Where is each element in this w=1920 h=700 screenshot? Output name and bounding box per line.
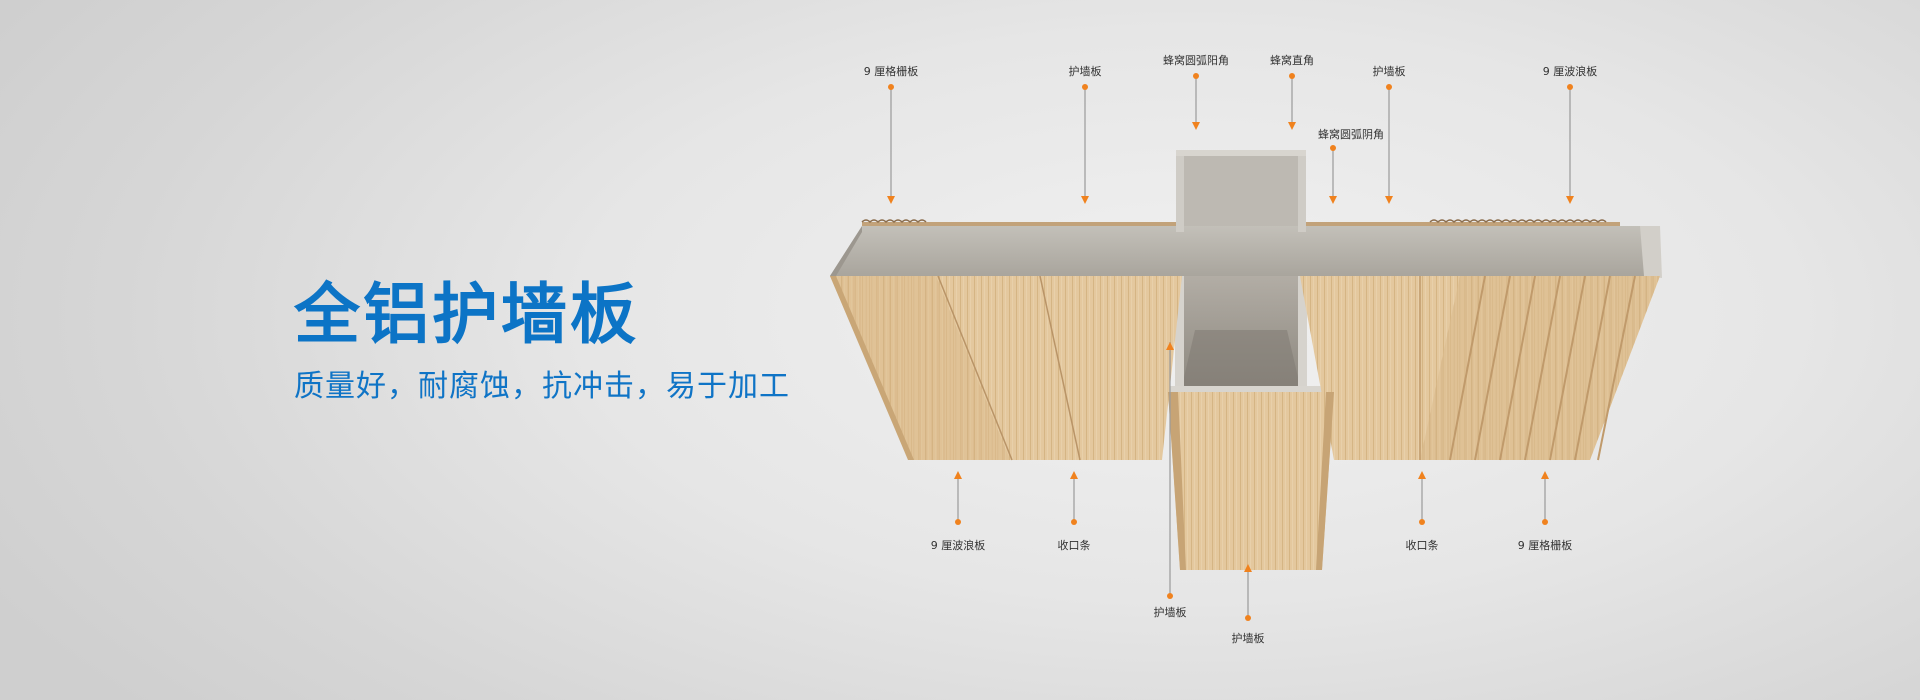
center-column-panel	[1168, 392, 1334, 570]
page-subtitle: 质量好，耐腐蚀，抗冲击，易于加工	[294, 369, 790, 404]
top-edge-profile	[861, 219, 1620, 227]
left-wood-panels	[830, 275, 1182, 461]
label-top-honeycomb-round-inner-corner: 蜂窝圆弧阴角	[1318, 128, 1384, 141]
label-bottom-edge-strip-right: 收口条	[1405, 539, 1439, 552]
callout-arrows	[890, 76, 1571, 618]
aluminum-core	[830, 150, 1662, 396]
right-wood-panels	[1300, 275, 1660, 461]
label-bottom-wall-panel-lowest: 护墙板	[1231, 632, 1265, 645]
page-title: 全铝护墙板	[294, 276, 639, 353]
label-top-honeycomb-right-angle: 蜂窝直角	[1270, 54, 1314, 67]
label-top-9li-wave-panel: 9 厘波浪板	[1542, 65, 1598, 78]
label-bottom-9li-grille-panel: 9 厘格栅板	[1517, 539, 1573, 552]
label-top-wall-panel-left: 护墙板	[1068, 65, 1102, 78]
label-top-wall-panel-right: 护墙板	[1372, 65, 1406, 78]
label-bottom-wall-panel-low: 护墙板	[1153, 606, 1187, 619]
label-bottom-edge-strip-left: 收口条	[1057, 539, 1091, 552]
label-bottom-9li-wave-panel: 9 厘波浪板	[930, 539, 986, 552]
callout-arrowheads	[887, 73, 1574, 621]
label-top-9li-grille-panel: 9 厘格栅板	[863, 65, 919, 78]
label-top-honeycomb-round-outer-corner: 蜂窝圆弧阳角	[1163, 54, 1229, 67]
